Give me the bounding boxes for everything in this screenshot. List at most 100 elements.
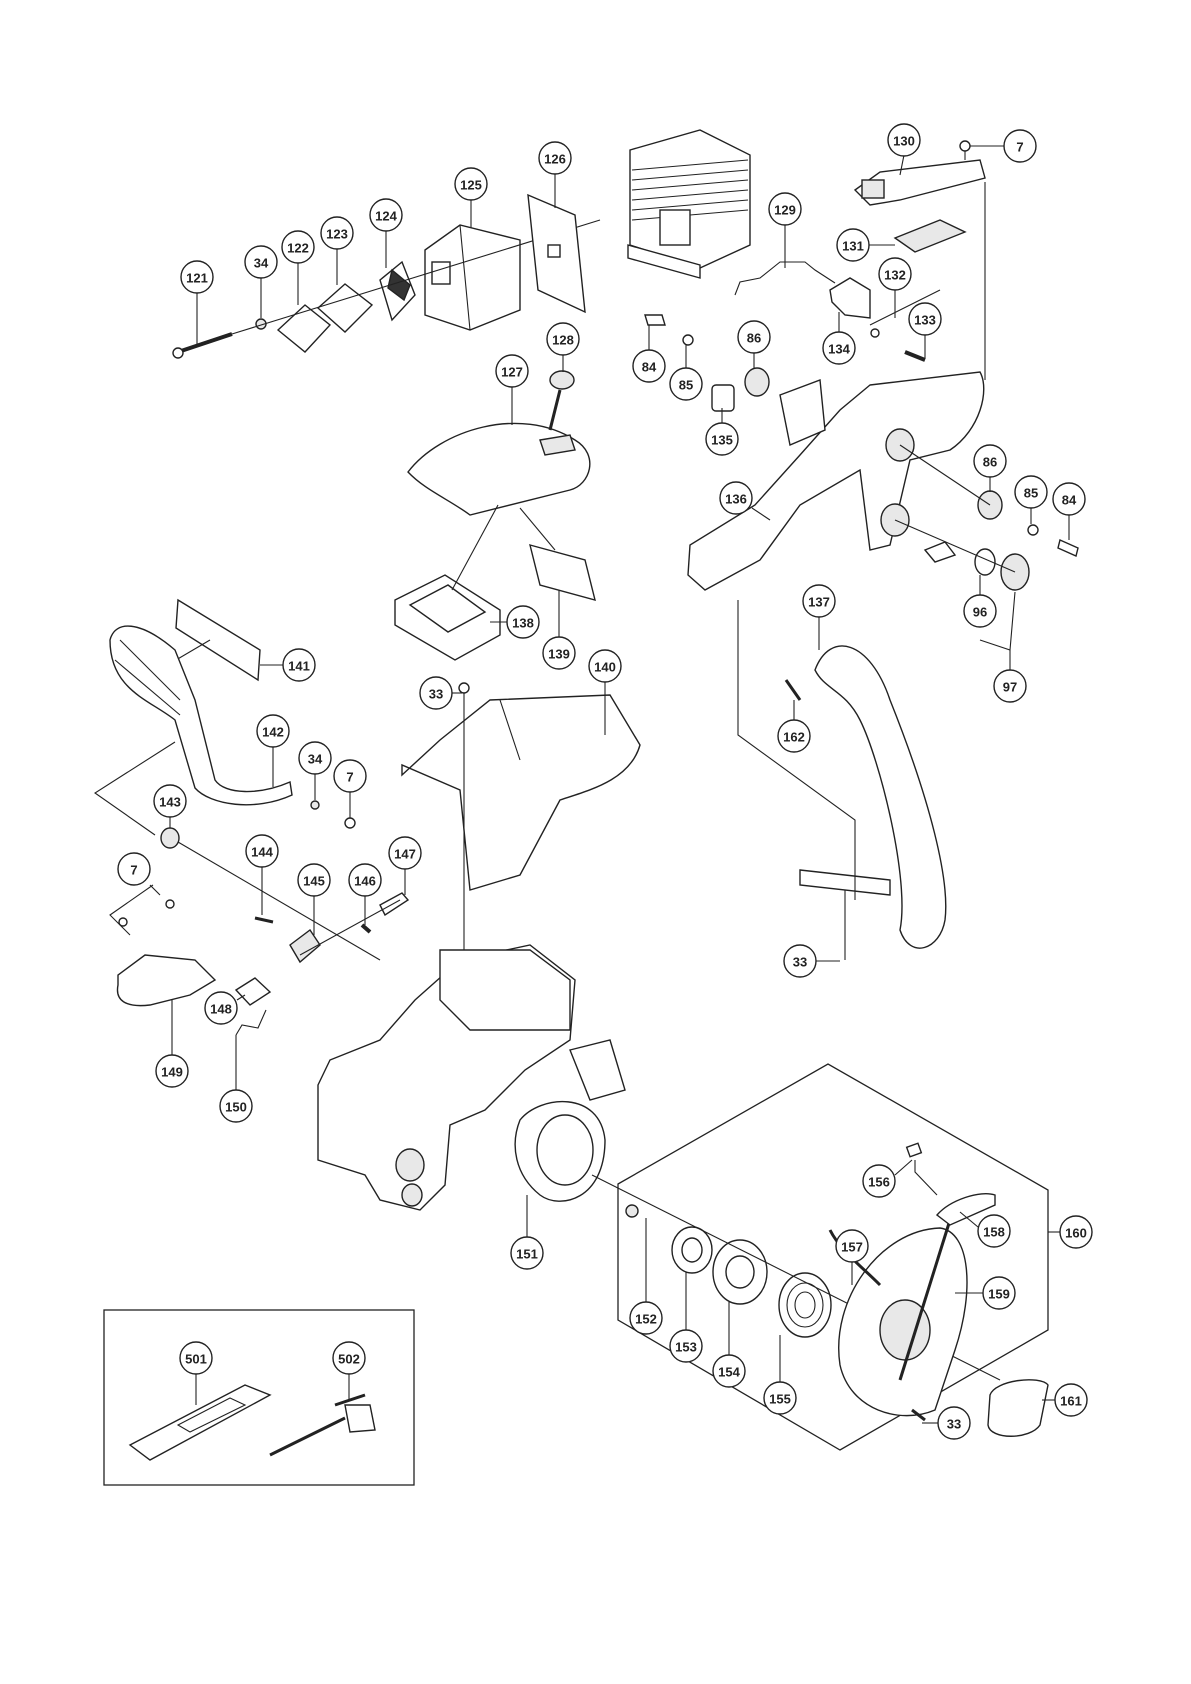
callout-circle bbox=[282, 648, 316, 682]
callout-circle bbox=[783, 944, 817, 978]
callout-124: 124 bbox=[369, 198, 403, 232]
callout-circle bbox=[256, 714, 290, 748]
callout-circle bbox=[768, 192, 802, 226]
callout-number: 34 bbox=[308, 752, 323, 767]
callout-157: 157 bbox=[835, 1229, 869, 1263]
callout-number: 121 bbox=[186, 271, 208, 286]
callout-number: 160 bbox=[1065, 1226, 1087, 1241]
crankcase bbox=[317, 944, 576, 1211]
callout-circle bbox=[822, 331, 856, 365]
starter-group-outline bbox=[617, 1063, 1049, 1451]
callout-number: 162 bbox=[783, 730, 805, 745]
callout-circle bbox=[862, 1164, 896, 1198]
callout-number: 33 bbox=[429, 687, 443, 702]
callout-86: 86 bbox=[973, 444, 1007, 478]
callout-number: 153 bbox=[675, 1340, 697, 1355]
callout-130: 130 bbox=[887, 123, 921, 157]
callout-number: 140 bbox=[594, 660, 616, 675]
callout-circle bbox=[546, 322, 580, 356]
callout-circle bbox=[982, 1276, 1016, 1310]
callout-number: 34 bbox=[254, 256, 269, 271]
callout-circle bbox=[348, 863, 382, 897]
callout-number: 141 bbox=[288, 659, 310, 674]
callout-number: 147 bbox=[394, 847, 416, 862]
callout-number: 136 bbox=[725, 492, 747, 507]
callout-97: 97 bbox=[993, 669, 1027, 703]
callout-circle bbox=[669, 1329, 703, 1363]
callout-33: 33 bbox=[937, 1406, 971, 1440]
callout-160: 160 bbox=[1059, 1215, 1093, 1249]
callout-33: 33 bbox=[783, 944, 817, 978]
callout-circle bbox=[245, 834, 279, 868]
callout-number: 84 bbox=[1062, 493, 1077, 508]
callout-circle bbox=[629, 1301, 663, 1335]
callout-number: 7 bbox=[130, 863, 137, 878]
callout-number: 148 bbox=[210, 1002, 232, 1017]
callout-circle bbox=[1014, 475, 1048, 509]
callout-number: 130 bbox=[893, 134, 915, 149]
callout-circle bbox=[836, 228, 870, 262]
callout-number: 145 bbox=[303, 874, 325, 889]
callout-149: 149 bbox=[155, 1054, 189, 1088]
callout-circle bbox=[878, 257, 912, 291]
callout-number: 123 bbox=[326, 227, 348, 242]
callout-number: 139 bbox=[548, 647, 570, 662]
callout-number: 86 bbox=[747, 331, 761, 346]
callout-147: 147 bbox=[388, 836, 422, 870]
callout-138: 138 bbox=[506, 605, 540, 639]
callout-144: 144 bbox=[245, 834, 279, 868]
callout-circle bbox=[908, 302, 942, 336]
callout-circle bbox=[1003, 129, 1037, 163]
callout-circle bbox=[777, 719, 811, 753]
callout-159: 159 bbox=[982, 1276, 1016, 1310]
callout-151: 151 bbox=[510, 1236, 544, 1270]
handle-assembly bbox=[644, 140, 1079, 960]
callout-132: 132 bbox=[878, 257, 912, 291]
callout-circle bbox=[669, 367, 703, 401]
callout-circle bbox=[219, 1089, 253, 1123]
callout-circle bbox=[281, 230, 315, 264]
callout-number: 135 bbox=[711, 433, 733, 448]
callout-number: 96 bbox=[973, 605, 987, 620]
callout-7: 7 bbox=[333, 759, 367, 793]
callout-number: 157 bbox=[841, 1240, 863, 1255]
callout-154: 154 bbox=[712, 1354, 746, 1388]
callout-number: 128 bbox=[552, 333, 574, 348]
callout-150: 150 bbox=[219, 1089, 253, 1123]
callout-circle bbox=[180, 260, 214, 294]
callout-137: 137 bbox=[802, 584, 836, 618]
callout-153: 153 bbox=[669, 1329, 703, 1363]
callout-number: 132 bbox=[884, 268, 906, 283]
callout-number: 7 bbox=[346, 770, 353, 785]
callout-number: 33 bbox=[947, 1417, 961, 1432]
callout-85: 85 bbox=[669, 367, 703, 401]
callout-33: 33 bbox=[419, 676, 453, 710]
callout-7: 7 bbox=[1003, 129, 1037, 163]
callout-circle bbox=[973, 444, 1007, 478]
callout-circle bbox=[419, 676, 453, 710]
callout-number: 84 bbox=[642, 360, 657, 375]
callout-circle bbox=[244, 245, 278, 279]
starter-assembly bbox=[591, 1063, 1049, 1451]
callout-number: 161 bbox=[1060, 1394, 1082, 1409]
callout-number: 124 bbox=[375, 209, 397, 224]
callout-circle bbox=[204, 991, 238, 1025]
callout-133: 133 bbox=[908, 302, 942, 336]
callout-circle bbox=[538, 141, 572, 175]
callout-156: 156 bbox=[862, 1164, 896, 1198]
callout-96: 96 bbox=[963, 594, 997, 628]
callout-circle bbox=[802, 584, 836, 618]
callout-number: 502 bbox=[338, 1352, 360, 1367]
callout-circle bbox=[332, 1341, 366, 1375]
callout-number: 85 bbox=[1024, 486, 1038, 501]
callout-140: 140 bbox=[588, 649, 622, 683]
callout-number: 146 bbox=[354, 874, 376, 889]
callout-121: 121 bbox=[180, 260, 214, 294]
callout-circle bbox=[388, 836, 422, 870]
callout-number: 134 bbox=[828, 342, 850, 357]
callout-circle bbox=[588, 649, 622, 683]
callout-135: 135 bbox=[705, 422, 739, 456]
callout-number: 126 bbox=[544, 152, 566, 167]
